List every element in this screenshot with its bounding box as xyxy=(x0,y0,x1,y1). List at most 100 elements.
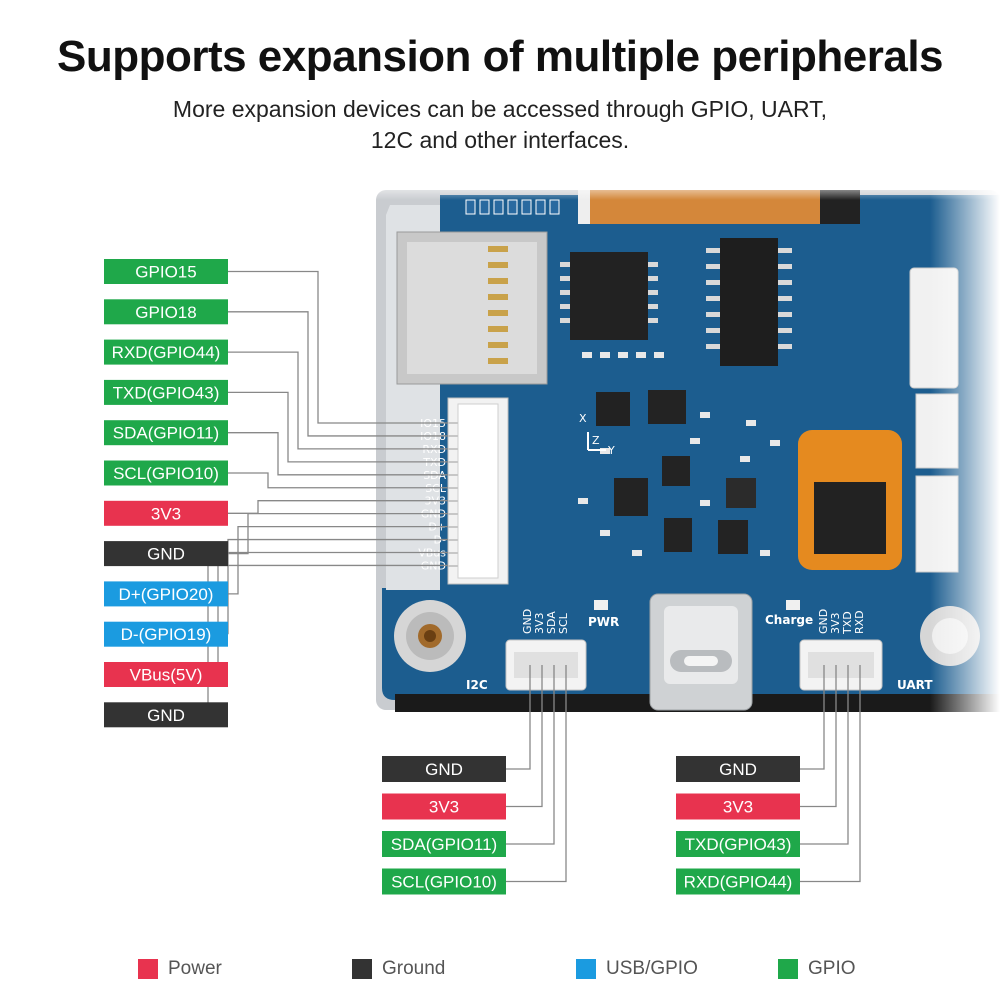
pin-label-gnd-7-text: GND xyxy=(147,545,185,564)
pin-label-d-gpio20-8: D+(GPIO20) xyxy=(104,581,228,607)
pin-label-3v3-6-text: 3V3 xyxy=(151,504,181,523)
axis-marking xyxy=(587,432,606,451)
i2c-label-sda-gpio11-text: SDA(GPIO11) xyxy=(391,835,497,854)
i2c-label-scl-gpio10-text: SCL(GPIO10) xyxy=(391,873,497,892)
uart-label-gnd: GND xyxy=(676,756,800,782)
pin-label-3v3-6: 3V3 xyxy=(104,500,228,526)
uart-silk-gnd: GND xyxy=(817,609,830,634)
pin-label-d-gpio19-9: D-(GPIO19) xyxy=(104,621,228,647)
pin-label-gpio18-1-box xyxy=(104,299,228,325)
page-title: Supports expansion of multiple periphera… xyxy=(56,32,944,81)
uart-label-txd-gpio43-text: TXD(GPIO43) xyxy=(685,835,792,854)
chip-small-1 xyxy=(648,390,686,424)
uart-label-gnd-text: GND xyxy=(719,760,757,779)
i2c-leader-sda-gpio11 xyxy=(506,665,555,845)
pin-label-txd-gpio43-3-box xyxy=(104,379,228,405)
charge-label: Charge xyxy=(765,613,813,627)
pin-label-gpio15-0-text: GPIO15 xyxy=(135,263,196,282)
pin-label-gpio18-1: GPIO18 xyxy=(104,299,228,325)
uart-label-3v3: 3V3 xyxy=(676,793,800,820)
pin-label-3v3-6-box xyxy=(104,500,228,526)
pin-label-gnd-11-box xyxy=(104,702,228,728)
pin-label-gnd-11: GND xyxy=(104,702,228,728)
i2c-leader-scl-gpio10 xyxy=(506,665,567,883)
pin-label-d-gpio19-9-box xyxy=(104,621,228,647)
legend-item-usb-gpio: USB/GPIO xyxy=(576,958,698,980)
legend-item-power: Power xyxy=(138,958,222,980)
pin-label-scl-gpio10-5-box xyxy=(104,460,228,486)
uart-label-txd-gpio43: TXD(GPIO43) xyxy=(676,831,800,857)
uart-silk-txd: TXD xyxy=(841,611,854,635)
usb-c-port xyxy=(649,593,753,711)
legend-item-gpio: GPIO xyxy=(778,958,856,980)
legend-label-usb-gpio: USB/GPIO xyxy=(606,958,698,979)
legend-swatch-power xyxy=(138,959,158,979)
pin-label-d-gpio20-8-text: D+(GPIO20) xyxy=(119,585,214,604)
page-subtitle: More expansion devices can be accessed t… xyxy=(0,94,1000,156)
i2c-label-3v3-text: 3V3 xyxy=(429,798,459,817)
pin-label-vbus-5v-10: VBus(5V) xyxy=(104,662,228,687)
leader-line-rxd-gpio44-2 xyxy=(228,351,448,450)
i2c-label-sda-gpio11-box xyxy=(382,831,506,857)
charge-led xyxy=(786,600,800,610)
pin-label-rxd-gpio44-2-box xyxy=(104,339,228,365)
pin-label-rxd-gpio44-2: RXD(GPIO44) xyxy=(104,339,228,365)
sd-card-slot xyxy=(396,231,548,385)
legend-swatch-ground xyxy=(352,959,372,979)
chip-small-2 xyxy=(614,478,648,516)
i2c-silk-gnd: GND xyxy=(521,609,534,634)
i2c-silk-3v3: 3V3 xyxy=(533,612,546,634)
legend-swatch-usb-gpio xyxy=(576,959,596,979)
pin-label-vbus-5v-10-box xyxy=(104,662,228,687)
chip-pcm5101a xyxy=(570,252,648,340)
legend-item-ground: Ground xyxy=(352,958,445,980)
uart-label-rxd-gpio44-box xyxy=(676,868,800,895)
uart-leader-txd-gpio43 xyxy=(800,665,849,845)
pin-label-gnd-7-box xyxy=(104,541,228,567)
uart-leader-gnd xyxy=(800,665,825,770)
pin-label-sda-gpio11-4-text: SDA(GPIO11) xyxy=(113,424,219,443)
uart-leader-3v3 xyxy=(800,665,837,808)
axis-y-label: Y xyxy=(607,444,615,457)
i2c-silk-sda: SDA xyxy=(545,611,558,634)
chip-small-5 xyxy=(664,518,692,552)
pin-label-txd-gpio43-3: TXD(GPIO43) xyxy=(104,379,228,405)
chip-small-3 xyxy=(662,456,690,486)
pin-label-d-gpio19-9-text: D-(GPIO19) xyxy=(121,625,212,644)
pin-label-sda-gpio11-4: SDA(GPIO11) xyxy=(104,420,228,446)
i2c-label-sda-gpio11: SDA(GPIO11) xyxy=(382,831,506,857)
mounting-hole xyxy=(394,600,466,672)
pin-label-vbus-5v-10-text: VBus(5V) xyxy=(130,666,203,685)
chip-amplifier xyxy=(720,238,778,366)
pin-label-txd-gpio43-3-text: TXD(GPIO43) xyxy=(113,383,220,402)
legend-label-gpio: GPIO xyxy=(808,958,856,979)
pin-label-gpio18-1-text: GPIO18 xyxy=(135,303,196,322)
leader-line-txd-gpio43-3 xyxy=(228,391,448,463)
i2c-label-scl-gpio10-box xyxy=(382,868,506,895)
fade-right xyxy=(930,180,1000,720)
uart-label-gnd-box xyxy=(676,756,800,782)
uart-label-3v3-text: 3V3 xyxy=(723,798,753,817)
leader-line-d-gpio20-8 xyxy=(228,525,448,595)
subtitle-line-1: More expansion devices can be accessed t… xyxy=(172,96,828,122)
i2c-leader-gnd xyxy=(506,665,531,770)
legend-label-power: Power xyxy=(168,958,222,979)
uart-leader-rxd-gpio44 xyxy=(800,665,861,883)
chip-small-4 xyxy=(726,478,756,508)
pin-label-gpio15-0-box xyxy=(104,259,228,284)
leader-line-gpio15-0 xyxy=(228,270,448,424)
chip-processor xyxy=(814,482,886,554)
i2c-label: I2C xyxy=(466,678,488,692)
fade-top xyxy=(370,178,1000,200)
uart-label-rxd-gpio44: RXD(GPIO44) xyxy=(676,868,800,895)
pin-label-rxd-gpio44-2-text: RXD(GPIO44) xyxy=(112,343,221,362)
pwr-led xyxy=(594,600,608,610)
i2c-label-scl-gpio10: SCL(GPIO10) xyxy=(382,868,506,895)
pin-label-gnd-11-text: GND xyxy=(147,706,185,725)
axis-z-label: Z xyxy=(592,434,600,447)
